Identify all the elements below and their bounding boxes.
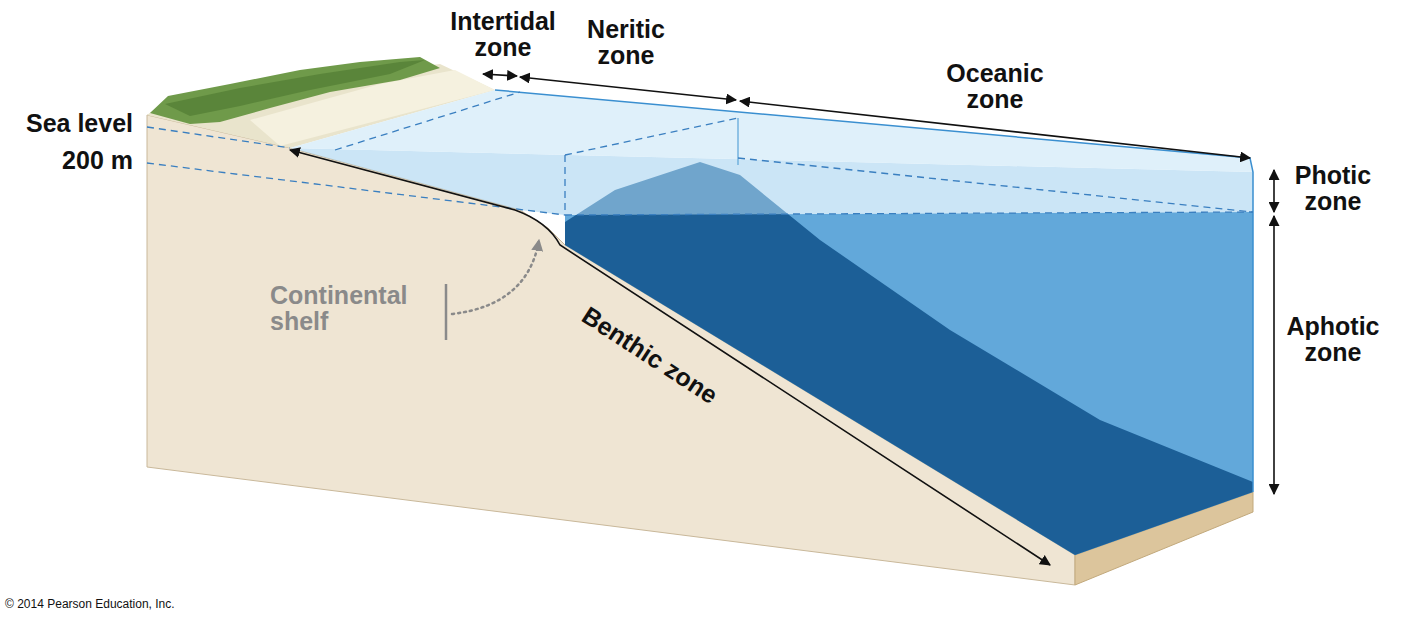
shelf-pointer bbox=[452, 240, 539, 314]
dimension-arrows bbox=[290, 74, 1274, 565]
slope-water-dark bbox=[565, 162, 1253, 555]
zone-label: Aphotic zone bbox=[1286, 313, 1379, 366]
level-label: Sea level bbox=[26, 110, 133, 136]
benthic-arrow bbox=[290, 150, 1050, 565]
zone-label: Neritic zone bbox=[587, 16, 665, 69]
land-vegetation bbox=[150, 57, 440, 124]
zone-label: Intertidal zone bbox=[450, 8, 556, 61]
land-vegetation-shade bbox=[165, 60, 425, 116]
zone-boundary bbox=[565, 118, 738, 155]
zone-label: Photic zone bbox=[1295, 162, 1371, 215]
photic-arrow bbox=[1273, 170, 1275, 212]
zone-boundary bbox=[564, 155, 565, 215]
zone-label: Benthic zone bbox=[578, 302, 723, 409]
depth-200-line bbox=[565, 212, 1253, 215]
sea-surface bbox=[290, 90, 1253, 172]
dashed-guides bbox=[147, 92, 1253, 215]
zone-boundary bbox=[335, 92, 520, 150]
callout-label: Continental shelf bbox=[270, 282, 408, 335]
aphotic-arrow bbox=[1273, 216, 1275, 494]
copyright-note: © 2014 Pearson Education, Inc. bbox=[5, 598, 175, 611]
shelf-bracket bbox=[445, 284, 448, 340]
zone-label: Oceanic zone bbox=[946, 60, 1043, 113]
photic-boundary bbox=[738, 158, 1253, 212]
sea-level-line bbox=[147, 127, 290, 148]
water-outline bbox=[495, 90, 1253, 492]
depth-label: 200 m bbox=[62, 147, 133, 173]
intertidal-arrow bbox=[483, 74, 517, 76]
neritic-arrow bbox=[520, 77, 736, 100]
